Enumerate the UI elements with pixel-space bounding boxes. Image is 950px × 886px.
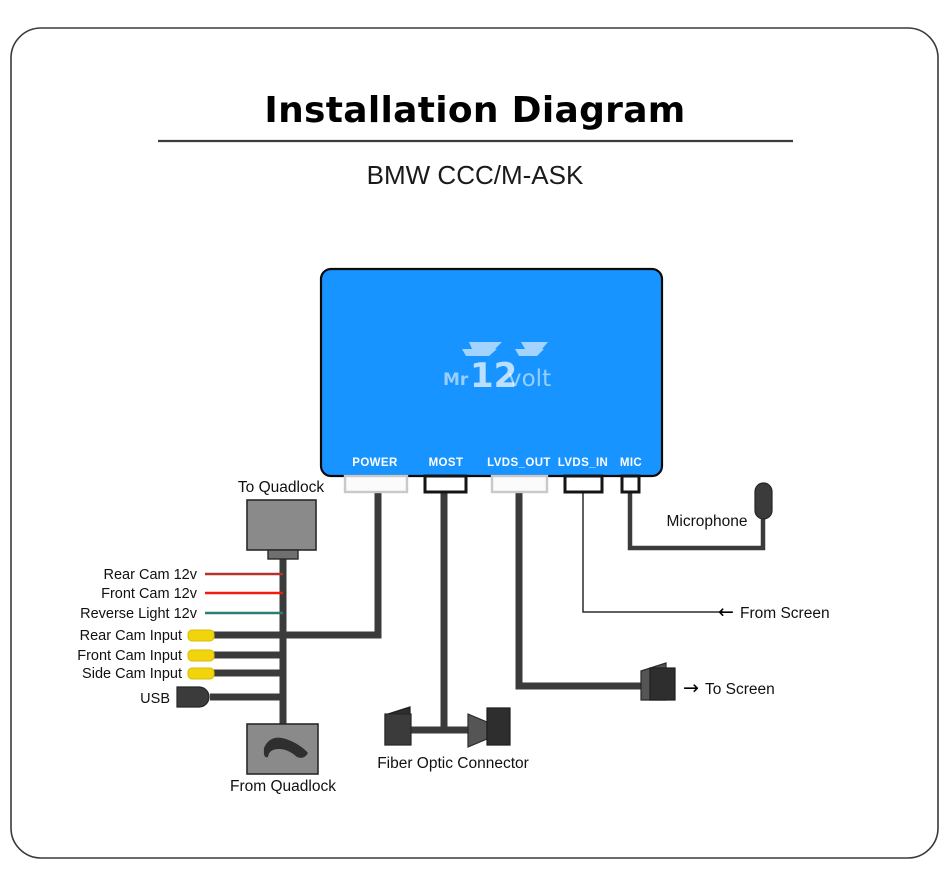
port-label-lvds-in: LVDS_IN xyxy=(558,457,609,469)
fiber-optic-plug-right xyxy=(486,707,511,746)
socket-mic xyxy=(620,474,641,494)
usb-plug xyxy=(176,686,210,708)
label-usb: USB xyxy=(140,691,170,707)
microphone-label: Microphone xyxy=(667,513,748,530)
label-front-cam-input: Front Cam Input xyxy=(77,648,182,664)
socket-power xyxy=(343,474,409,494)
pin-rear-cam-input xyxy=(187,629,215,642)
label-rear-cam-12v: Rear Cam 12v xyxy=(104,567,198,583)
socket-most xyxy=(423,474,468,494)
to-quadlock-body xyxy=(246,499,317,551)
to-screen-plug-body xyxy=(649,667,676,701)
wire-lvds-in xyxy=(582,492,723,613)
fiber-optic-connector xyxy=(384,706,511,748)
pin-side-cam-input xyxy=(187,667,215,680)
logo-prefix: Mr xyxy=(443,370,469,390)
wire-lvds-out xyxy=(515,490,645,690)
to-screen-label: To Screen xyxy=(705,681,775,698)
from-quadlock-hook-icon xyxy=(263,737,308,758)
port-label-most: MOST xyxy=(429,457,464,469)
label-rear-cam-input: Rear Cam Input xyxy=(80,628,182,644)
from-screen-label: From Screen xyxy=(740,605,830,622)
port-label-power: POWER xyxy=(352,457,398,469)
page-title: Installation Diagram xyxy=(264,90,685,131)
to-quadlock-label: To Quadlock xyxy=(238,479,324,496)
logo-number: 12 xyxy=(470,356,517,396)
socket-lvds-in xyxy=(563,474,604,494)
label-reverse-light-12v: Reverse Light 12v xyxy=(80,606,198,622)
socket-lvds-out xyxy=(490,474,549,494)
pin-front-cam-input xyxy=(187,649,215,662)
fiber-optic-label: Fiber Optic Connector xyxy=(377,755,529,772)
label-front-cam-12v: Front Cam 12v xyxy=(101,586,198,602)
label-side-cam-input: Side Cam Input xyxy=(82,666,182,682)
wire-mic xyxy=(627,492,766,551)
to-quadlock-connector xyxy=(246,499,317,560)
port-label-lvds-out: LVDS_OUT xyxy=(487,457,551,469)
page-subtitle: BMW CCC/M-ASK xyxy=(367,160,584,190)
port-label-mic: MIC xyxy=(620,457,642,469)
to-screen-connector xyxy=(640,662,676,701)
wire-power xyxy=(283,490,382,639)
from-screen-arrow-icon: ← xyxy=(718,601,734,623)
from-quadlock-label: From Quadlock xyxy=(230,778,336,795)
fiber-optic-plug-left xyxy=(384,713,412,746)
module-logo: Mr 12 volt xyxy=(443,342,551,396)
logo-suffix: volt xyxy=(508,366,551,392)
to-quadlock-tab xyxy=(267,549,299,560)
microphone-capsule-icon xyxy=(754,482,773,520)
from-quadlock-connector xyxy=(246,723,319,775)
to-screen-arrow-icon: → xyxy=(683,677,699,699)
